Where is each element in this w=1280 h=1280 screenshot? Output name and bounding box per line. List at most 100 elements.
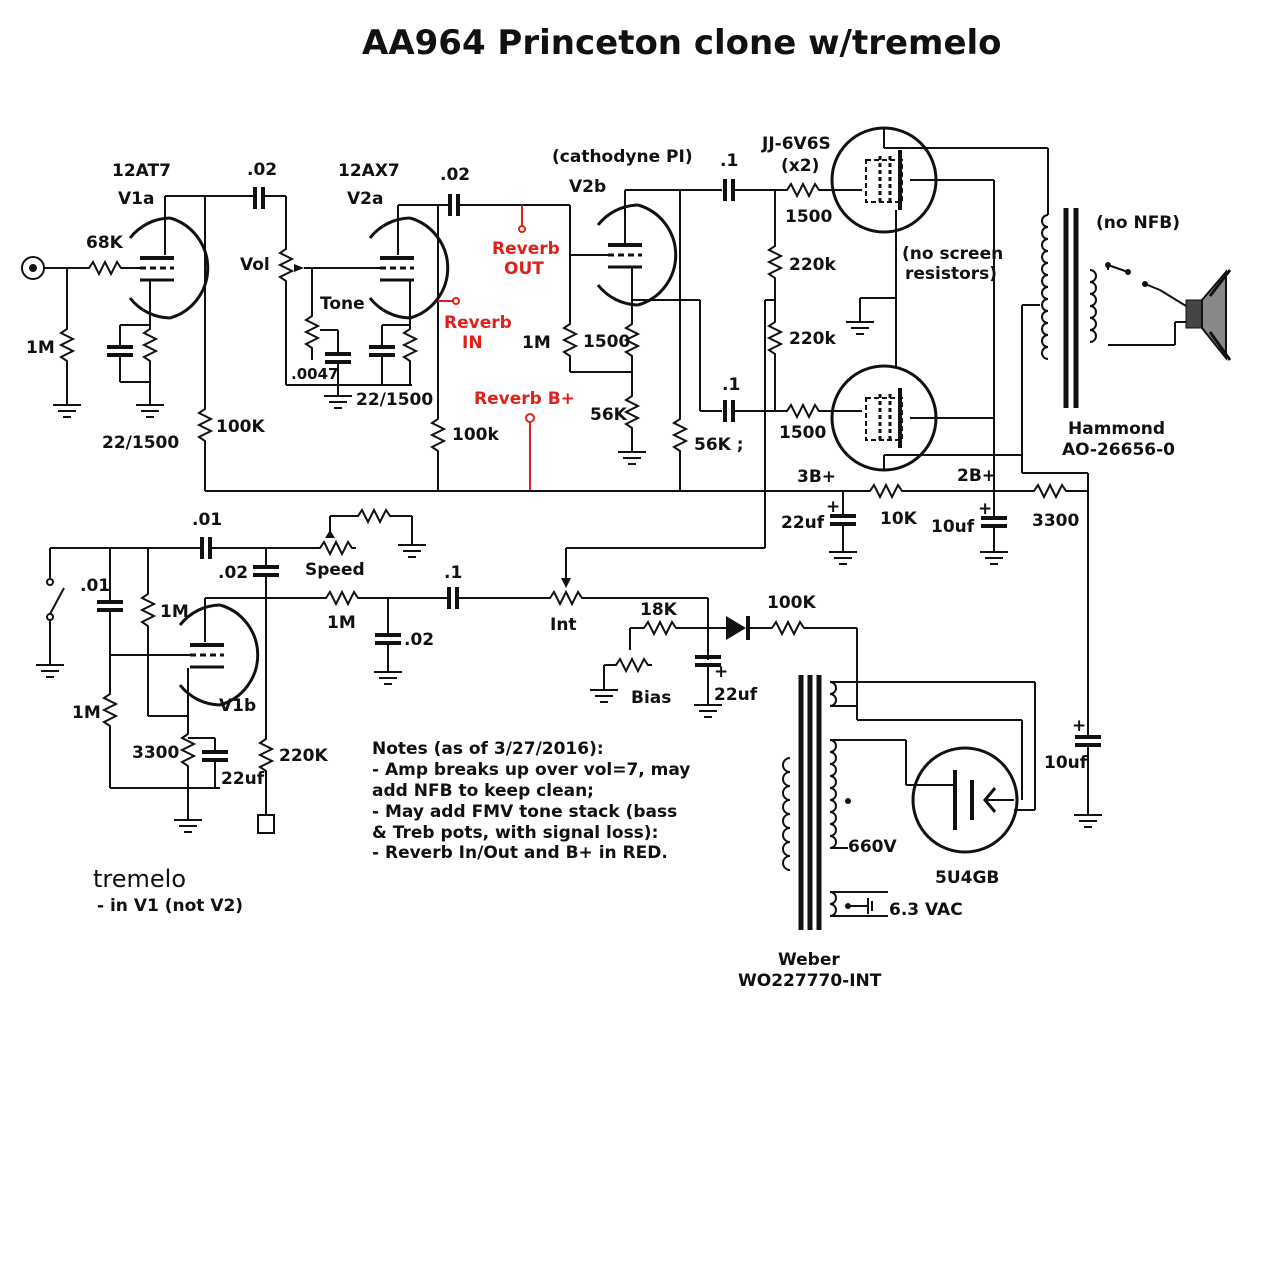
label-660v: 660V [848, 837, 897, 857]
label-100k-bias: 100K [767, 593, 816, 613]
cap-cathode-v1a [107, 345, 133, 357]
label-1500-g2: 1500 [779, 423, 826, 443]
label-1m-t3: 1M [327, 613, 356, 633]
label-1m-t1: 1M [72, 703, 101, 723]
cap-02-t [375, 633, 401, 645]
tremolo-footswitch[interactable] [46, 613, 54, 621]
label-c01-a: .01 [192, 510, 222, 530]
label-no-screen-2: resistors) [905, 264, 997, 284]
schematic-title: AA964 Princeton clone w/tremelo [362, 23, 1002, 63]
svg-text:+: + [826, 497, 840, 517]
label-v1b: V1b [219, 696, 256, 716]
label-jj6v6s: JJ-6V6S [761, 134, 831, 154]
label-5u4gb: 5U4GB [935, 868, 999, 888]
tube-v1b [178, 603, 260, 707]
notes-line-6: - Reverb In/Out and B+ in RED. [372, 843, 668, 863]
label-12ax7: 12AX7 [338, 161, 400, 181]
input-jack [21, 256, 45, 280]
label-v2a: V2a [347, 189, 383, 209]
resistor-cathode-v1a [143, 324, 157, 366]
label-c02-t: .02 [404, 630, 434, 650]
tube-v1a [128, 216, 210, 320]
ot-secondary-coil [1089, 269, 1097, 343]
resistor-1500-grid-a [782, 183, 824, 197]
resistor-100k-bias [767, 621, 809, 635]
resistor-1m-input [60, 324, 74, 366]
tremelo-subtitle: - in V1 (not V2) [97, 896, 243, 916]
label-reverb-out-2: OUT [504, 259, 544, 279]
label-220k-b: 220k [789, 329, 836, 349]
label-cathodyne: (cathodyne PI) [552, 147, 693, 167]
label-3300: 3300 [1032, 511, 1079, 531]
cap-cathode-v2a [369, 345, 395, 357]
resistor-220k-a [768, 241, 782, 283]
resistor-100k-b [431, 414, 445, 456]
cap-1-b [723, 400, 735, 422]
cap-10uf-main [1075, 735, 1101, 747]
label-1m-b: 1M [522, 333, 551, 353]
label-220k-t: 220K [279, 746, 328, 766]
label-c02-trem: .02 [218, 563, 248, 583]
pot-speed [315, 541, 357, 555]
label-1500-g1: 1500 [785, 207, 832, 227]
notes-line-3: add NFB to keep clean; [372, 781, 594, 801]
cap-01-b [97, 600, 123, 612]
label-10uf-2b: 10uf [931, 517, 975, 537]
tube-5u4gb [911, 746, 1019, 854]
label-v1a: V1a [118, 189, 154, 209]
label-bias: Bias [631, 688, 671, 708]
label-0047: .0047 [291, 365, 338, 383]
cap-0047 [325, 352, 351, 364]
speaker-icon [1185, 269, 1232, 361]
label-56k-a: 56K [590, 405, 628, 425]
label-100k-b: 100k [452, 425, 499, 445]
pot-tone [305, 311, 319, 353]
tube-v2b [596, 203, 678, 307]
label-3bplus: 3B+ [797, 467, 836, 487]
label-c02-a: .02 [247, 160, 277, 180]
label-22-1500-a: 22/1500 [102, 433, 179, 453]
pt-rectifier-heater-coil [829, 681, 837, 707]
svg-text:+: + [978, 499, 992, 519]
diode-icon [726, 616, 750, 640]
pt-heater-coil [829, 891, 837, 917]
label-6-3vac: 6.3 VAC [889, 900, 963, 920]
label-no-nfb: (no NFB) [1096, 213, 1180, 233]
label-pt-part: WO227770-INT [738, 971, 882, 991]
label-int: Int [550, 615, 577, 635]
label-c1-a: .1 [720, 151, 738, 171]
notes-line-2: - Amp breaks up over vol=7, may [372, 760, 690, 780]
label-c1-b: .1 [722, 375, 740, 395]
label-reverb-bplus: Reverb B+ [474, 389, 575, 409]
resistor-3300 [1029, 484, 1071, 498]
resistor-10k [865, 484, 907, 498]
label-no-screen-1: (no screen [902, 244, 1003, 264]
notes-line-1: Notes (as of 3/27/2016): [372, 739, 604, 759]
label-12at7: 12AT7 [112, 161, 171, 181]
resistor-18k [639, 621, 681, 635]
label-3300-t: 3300 [132, 743, 179, 763]
pot-bias [611, 658, 653, 672]
label-vol: Vol [240, 255, 270, 275]
resistor-100k-a [198, 404, 212, 446]
cap-1-t [447, 587, 459, 609]
trem-output-terminal [257, 814, 275, 834]
label-18k: 18K [640, 600, 678, 620]
cap-02-a [253, 187, 265, 209]
notes-block: Notes (as of 3/27/2016): - Amp breaks up… [372, 739, 690, 863]
label-10k: 10K [880, 509, 918, 529]
label-1m-input: 1M [26, 338, 55, 358]
pt-hv-coil [829, 739, 837, 849]
label-c1-t: .1 [444, 563, 462, 583]
cap-01-a [200, 537, 212, 559]
resistor-56k-b [673, 414, 687, 456]
cap-02-b [448, 194, 460, 216]
label-c02-b: .02 [440, 165, 470, 185]
notes-line-4: - May add FMV tone stack (bass [372, 802, 677, 822]
cap-02-trem [253, 565, 279, 577]
label-1500-pi: 1500 [583, 332, 630, 352]
resistor-68k [84, 261, 126, 275]
pt-primary-coil [782, 757, 791, 871]
resistor-cathode-v2a [403, 324, 417, 366]
